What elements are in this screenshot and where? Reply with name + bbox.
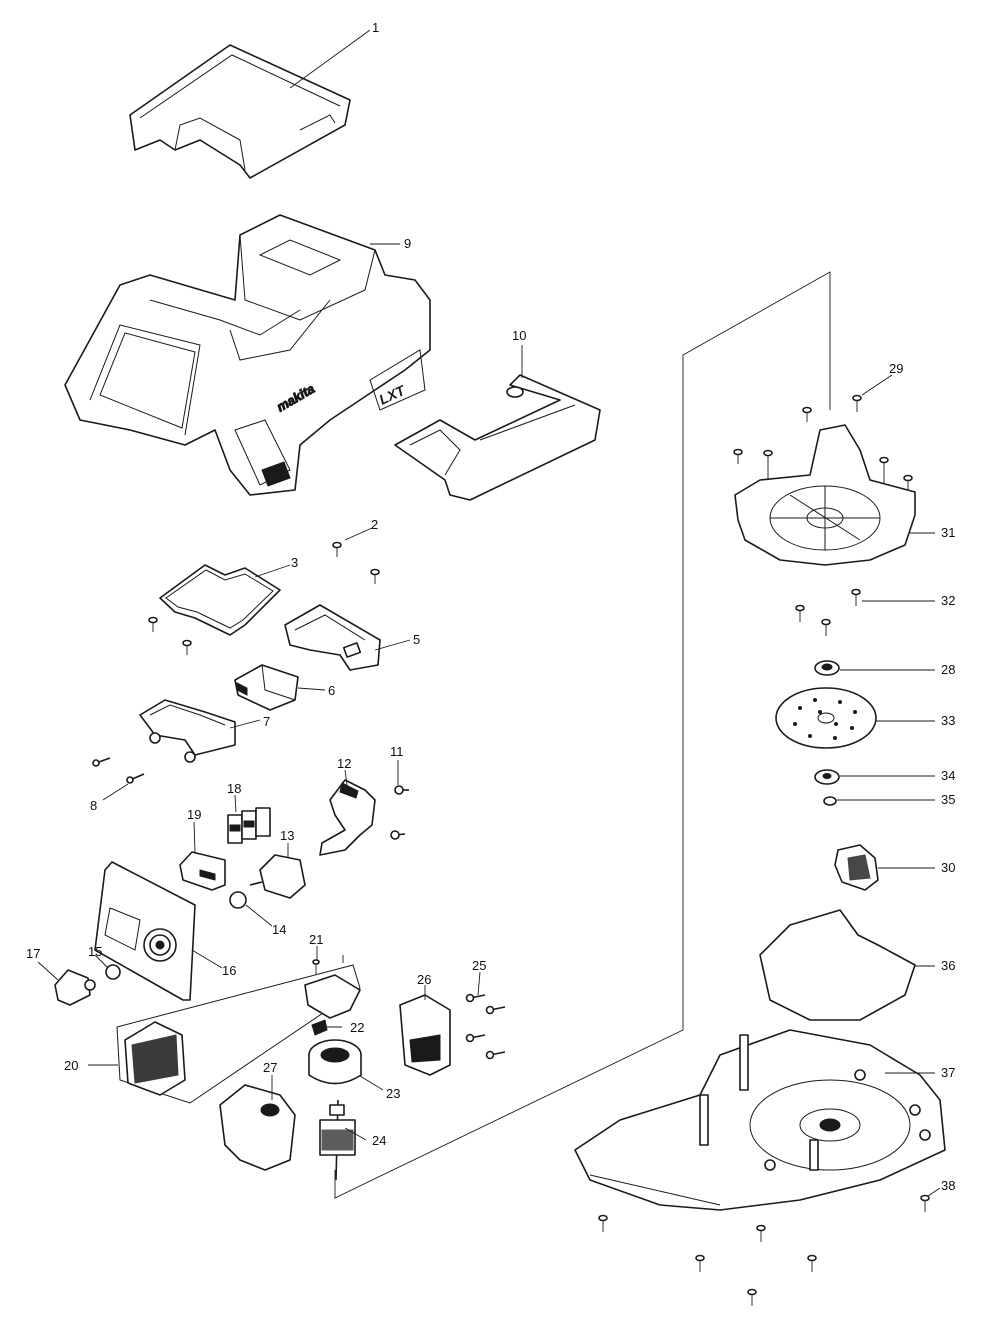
part-25-screws — [465, 993, 506, 1060]
callout-12: 12 — [337, 756, 351, 771]
callout-27: 27 — [263, 1060, 277, 1075]
callout-8: 8 — [90, 798, 97, 813]
callout-20: 20 — [64, 1058, 78, 1073]
part-38-screws — [598, 1194, 930, 1306]
part-7-base-bracket — [139, 699, 236, 763]
part-13-switch — [249, 854, 306, 899]
callout-38: 38 — [941, 1178, 955, 1193]
callout-25: 25 — [472, 958, 486, 973]
part-27-housing-half — [219, 1084, 296, 1171]
part-3-gasket — [159, 564, 281, 636]
part-22-clip — [311, 1019, 328, 1036]
part-16-panel — [94, 861, 196, 1001]
callout-11: 11 — [390, 744, 404, 759]
part-35-nut — [823, 796, 837, 806]
part-15-oring — [105, 964, 121, 980]
callout-2: 2 — [371, 517, 378, 532]
callout-35: 35 — [941, 792, 955, 807]
assembly-connector-line — [334, 271, 831, 1199]
callout-17: 17 — [26, 946, 40, 961]
callout-26: 26 — [417, 972, 431, 987]
callout-31: 31 — [941, 525, 955, 540]
callout-9: 9 — [404, 236, 411, 251]
part-36-gasket — [759, 909, 916, 1021]
part-30-cap — [834, 844, 879, 891]
callout-28: 28 — [941, 662, 955, 677]
callout-16: 16 — [222, 963, 236, 978]
part-31-fan-housing — [734, 424, 916, 566]
callout-10: 10 — [512, 328, 526, 343]
callout-21: 21 — [309, 932, 323, 947]
part-8-screws — [92, 757, 145, 784]
part-14-ring — [229, 891, 247, 909]
part-9-housing: makita LXT — [64, 214, 431, 496]
callout-37: 37 — [941, 1065, 955, 1080]
callout-24: 24 — [372, 1133, 386, 1148]
part-5-bracket — [284, 604, 381, 671]
callout-7: 7 — [263, 714, 270, 729]
part-19-switch — [179, 851, 226, 891]
part-20-filter — [116, 964, 361, 1104]
callout-13: 13 — [280, 828, 294, 843]
part-21-plate — [304, 955, 361, 1019]
part-23-stator — [308, 1039, 362, 1085]
part-17-knob — [54, 969, 96, 1006]
part-11-screws — [390, 785, 409, 840]
callout-34: 34 — [941, 768, 955, 783]
callout-3: 3 — [291, 555, 298, 570]
callout-6: 6 — [328, 683, 335, 698]
callout-30: 30 — [941, 860, 955, 875]
callout-15: 15 — [88, 944, 102, 959]
part-24-rotor — [319, 1099, 356, 1181]
callout-19: 19 — [187, 807, 201, 822]
callout-5: 5 — [413, 632, 420, 647]
part-32-screws — [795, 588, 861, 636]
part-26-housing-half — [399, 994, 451, 1076]
callout-labels: 1 2 3 5 6 7 8 9 10 11 12 13 14 15 16 17 … — [26, 20, 955, 1193]
callout-leaders — [37, 29, 941, 1197]
part-12-cover — [319, 779, 376, 856]
part-6-terminal — [234, 664, 299, 711]
part-37-base — [574, 1029, 946, 1211]
part-33-fan — [775, 687, 877, 749]
callout-23: 23 — [386, 1086, 400, 1101]
part-28-washer — [814, 660, 840, 676]
callout-18: 18 — [227, 781, 241, 796]
callout-1: 1 — [372, 20, 379, 35]
part-10-handle — [394, 374, 601, 501]
callout-36: 36 — [941, 958, 955, 973]
callout-33: 33 — [941, 713, 955, 728]
part-1-cover — [129, 44, 351, 179]
part-34-washer — [814, 769, 840, 785]
callout-14: 14 — [272, 922, 286, 937]
callout-22: 22 — [350, 1020, 364, 1035]
part-18-terminal-block — [227, 807, 271, 844]
callout-32: 32 — [941, 593, 955, 608]
callout-29: 29 — [889, 361, 903, 376]
part-2-screws — [148, 541, 380, 655]
